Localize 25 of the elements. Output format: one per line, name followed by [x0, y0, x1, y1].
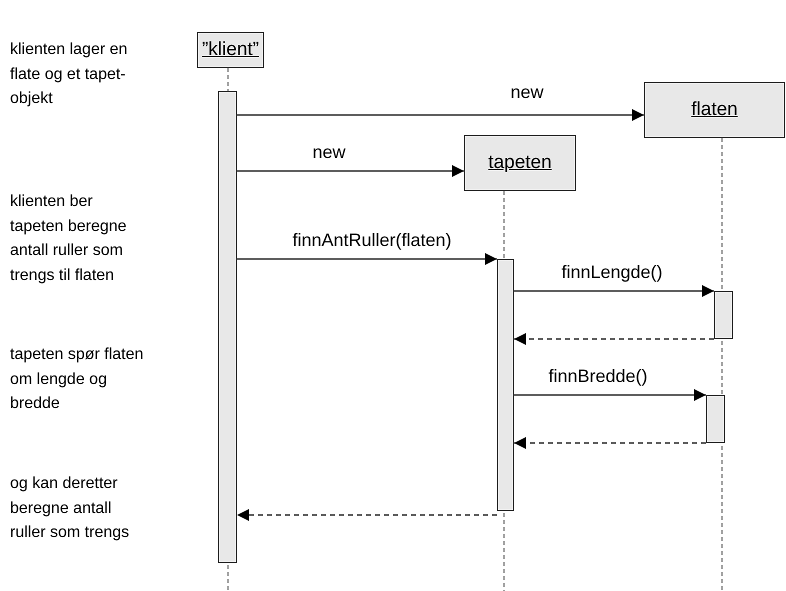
message-arrow	[237, 109, 644, 121]
activation-bar	[706, 395, 725, 443]
message-arrow	[514, 285, 714, 297]
message-arrow	[237, 253, 497, 265]
return-arrow	[237, 509, 497, 521]
object-name: tapeten	[488, 152, 552, 174]
note-text: tapeten spør flaten om lengde og bredde	[10, 345, 144, 414]
note-text: klienten lager en flate og et tapet- objekt	[10, 40, 128, 109]
message-arrow	[514, 389, 706, 401]
activation-bar	[497, 259, 514, 511]
edge-label: finnBredde()	[548, 366, 648, 386]
object-name: flaten	[691, 99, 738, 121]
return-arrow	[514, 333, 714, 345]
activation-bar	[218, 91, 237, 563]
activation-bar	[714, 291, 733, 339]
object-box	[644, 82, 785, 138]
object-box	[464, 135, 576, 191]
return-arrow	[514, 437, 706, 449]
edge-label: finnLengde()	[561, 262, 663, 282]
note-text: og kan deretter beregne antall ruller som trengs	[10, 474, 130, 543]
message-arrow	[237, 165, 464, 177]
note-text: klienten ber tapeten beregne antall ruller som trengs til flaten	[10, 192, 128, 286]
object-box	[197, 32, 264, 68]
object-name: ”klient”	[202, 39, 259, 61]
edge-label: finnAntRuller(flaten)	[292, 230, 452, 250]
